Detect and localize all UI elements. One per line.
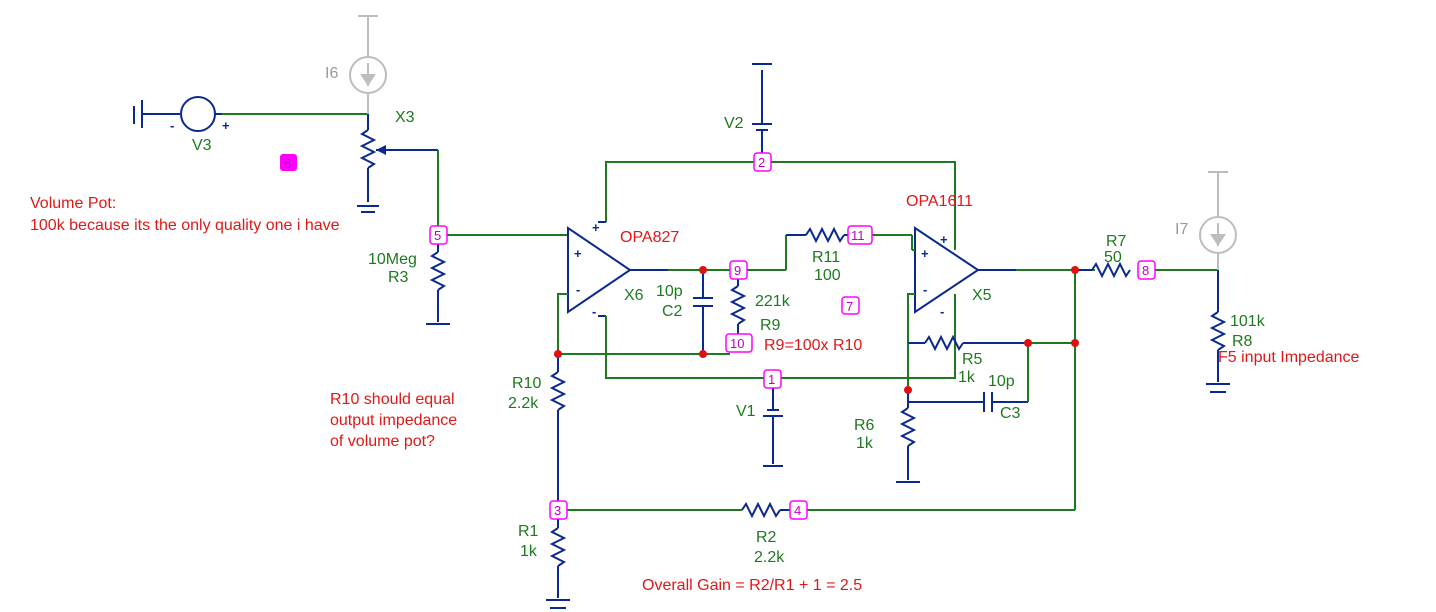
r6-value: 1k xyxy=(856,435,874,452)
i7-label: I7 xyxy=(1175,221,1188,238)
r3-resistor[interactable] xyxy=(426,244,450,325)
svg-text:9: 9 xyxy=(734,263,741,278)
svg-text:+: + xyxy=(592,220,600,235)
r8-resistor[interactable] xyxy=(1206,270,1230,393)
r11-value: 100 xyxy=(814,267,841,284)
c2-name: C2 xyxy=(662,303,683,320)
x3-potentiometer[interactable] xyxy=(357,114,438,213)
svg-text:-: - xyxy=(576,282,580,297)
r1-name: R1 xyxy=(518,523,539,540)
r2-name: R2 xyxy=(756,529,777,546)
c3-name: C3 xyxy=(1000,405,1021,422)
r11-resistor[interactable] xyxy=(786,226,850,244)
c2-capacitor[interactable] xyxy=(693,270,713,354)
node-2: 2 xyxy=(753,152,772,172)
node-4: 4 xyxy=(789,500,808,520)
r10-note-line1: R10 should equal xyxy=(330,391,455,408)
node-1: 1 xyxy=(763,369,782,389)
v3-label: V3 xyxy=(192,137,212,154)
svg-text:+: + xyxy=(940,232,948,247)
r10-name: R10 xyxy=(512,375,541,392)
c3-value: 10p xyxy=(988,373,1015,390)
x5-part: OPA1611 xyxy=(906,193,973,210)
r7-value: 50 xyxy=(1104,249,1122,266)
x5-name: X5 xyxy=(972,287,992,304)
node-11: 11 xyxy=(847,225,873,245)
r10-note-line3: of volume pot? xyxy=(330,433,435,450)
x6-name: X6 xyxy=(624,287,644,304)
v1-label: V1 xyxy=(736,403,756,420)
v2-supply[interactable] xyxy=(752,63,772,155)
r9-resistor[interactable] xyxy=(729,278,747,334)
gain-note: Overall Gain = R2/R1 + 1 = 2.5 xyxy=(642,577,862,594)
c2-value: 10p xyxy=(656,283,683,300)
svg-text:1: 1 xyxy=(768,372,775,387)
volume-pot-desc: 100k because its the only quality one i … xyxy=(30,217,340,234)
f5-note: F5 input Impedance xyxy=(1218,349,1360,366)
r3-value: 10Meg xyxy=(368,251,417,268)
r11-name: R11 xyxy=(812,249,840,266)
c3-capacitor[interactable] xyxy=(908,392,1028,412)
r7-name: R7 xyxy=(1106,233,1127,250)
node-7 xyxy=(841,296,860,315)
r9-ratio-note: R9=100x R10 xyxy=(764,337,862,354)
svg-text:+: + xyxy=(222,118,230,133)
node-5: 5 xyxy=(429,225,448,245)
r1-resistor[interactable] xyxy=(546,518,570,609)
r3-name: R3 xyxy=(388,269,409,286)
svg-text:10: 10 xyxy=(730,336,744,351)
r9-name: R9 xyxy=(760,317,781,334)
i6-current-source[interactable] xyxy=(349,15,387,114)
node-8: 8 xyxy=(1137,260,1156,280)
r10-resistor[interactable] xyxy=(549,354,567,502)
x3-label: X3 xyxy=(395,109,415,126)
junction-dots xyxy=(554,266,1079,394)
v2-label: V2 xyxy=(724,115,744,132)
node-3: 3 xyxy=(549,500,568,520)
x5-opamp[interactable]: + - + - xyxy=(914,226,1016,319)
node-6 xyxy=(280,154,297,171)
r10-note-line2: output impedance xyxy=(330,412,457,429)
r6-resistor[interactable] xyxy=(896,390,920,483)
svg-text:4: 4 xyxy=(794,503,801,518)
r10-value: 2.2k xyxy=(508,395,539,412)
svg-text:-: - xyxy=(940,304,944,319)
r5-name: R5 xyxy=(962,351,983,368)
r8-value: 101k xyxy=(1230,313,1266,330)
svg-text:3: 3 xyxy=(554,503,561,518)
i7-current-source[interactable] xyxy=(1199,171,1237,270)
svg-text:5: 5 xyxy=(434,228,441,243)
svg-text:-: - xyxy=(592,304,596,319)
r5-value: 1k xyxy=(958,369,976,386)
r8-name: R8 xyxy=(1232,333,1253,350)
x6-opamp[interactable]: + - + - xyxy=(567,220,668,319)
svg-text:+: + xyxy=(921,246,929,261)
r6-name: R6 xyxy=(854,417,875,434)
svg-text:-: - xyxy=(170,118,174,133)
r9-value: 221k xyxy=(755,293,791,310)
node-9: 9 xyxy=(729,260,748,280)
r1-value: 1k xyxy=(520,543,538,560)
node-10: 10 xyxy=(725,333,753,353)
svg-text:11: 11 xyxy=(851,228,865,243)
v1-supply[interactable] xyxy=(763,386,783,467)
r2-resistor[interactable] xyxy=(741,501,790,519)
x6-part: OPA827 xyxy=(620,229,679,246)
node-7-label: 7 xyxy=(846,299,853,314)
svg-text:+: + xyxy=(574,246,582,261)
v3-source[interactable]: - + xyxy=(133,96,230,133)
r5-resistor[interactable] xyxy=(908,334,1028,352)
svg-text:8: 8 xyxy=(1142,263,1149,278)
r2-value: 2.2k xyxy=(754,549,785,566)
i6-label: I6 xyxy=(325,65,338,82)
node-6-label: 6 xyxy=(284,156,291,171)
volume-pot-title: Volume Pot: xyxy=(30,195,116,212)
svg-text:-: - xyxy=(923,282,927,297)
svg-text:2: 2 xyxy=(758,155,765,170)
